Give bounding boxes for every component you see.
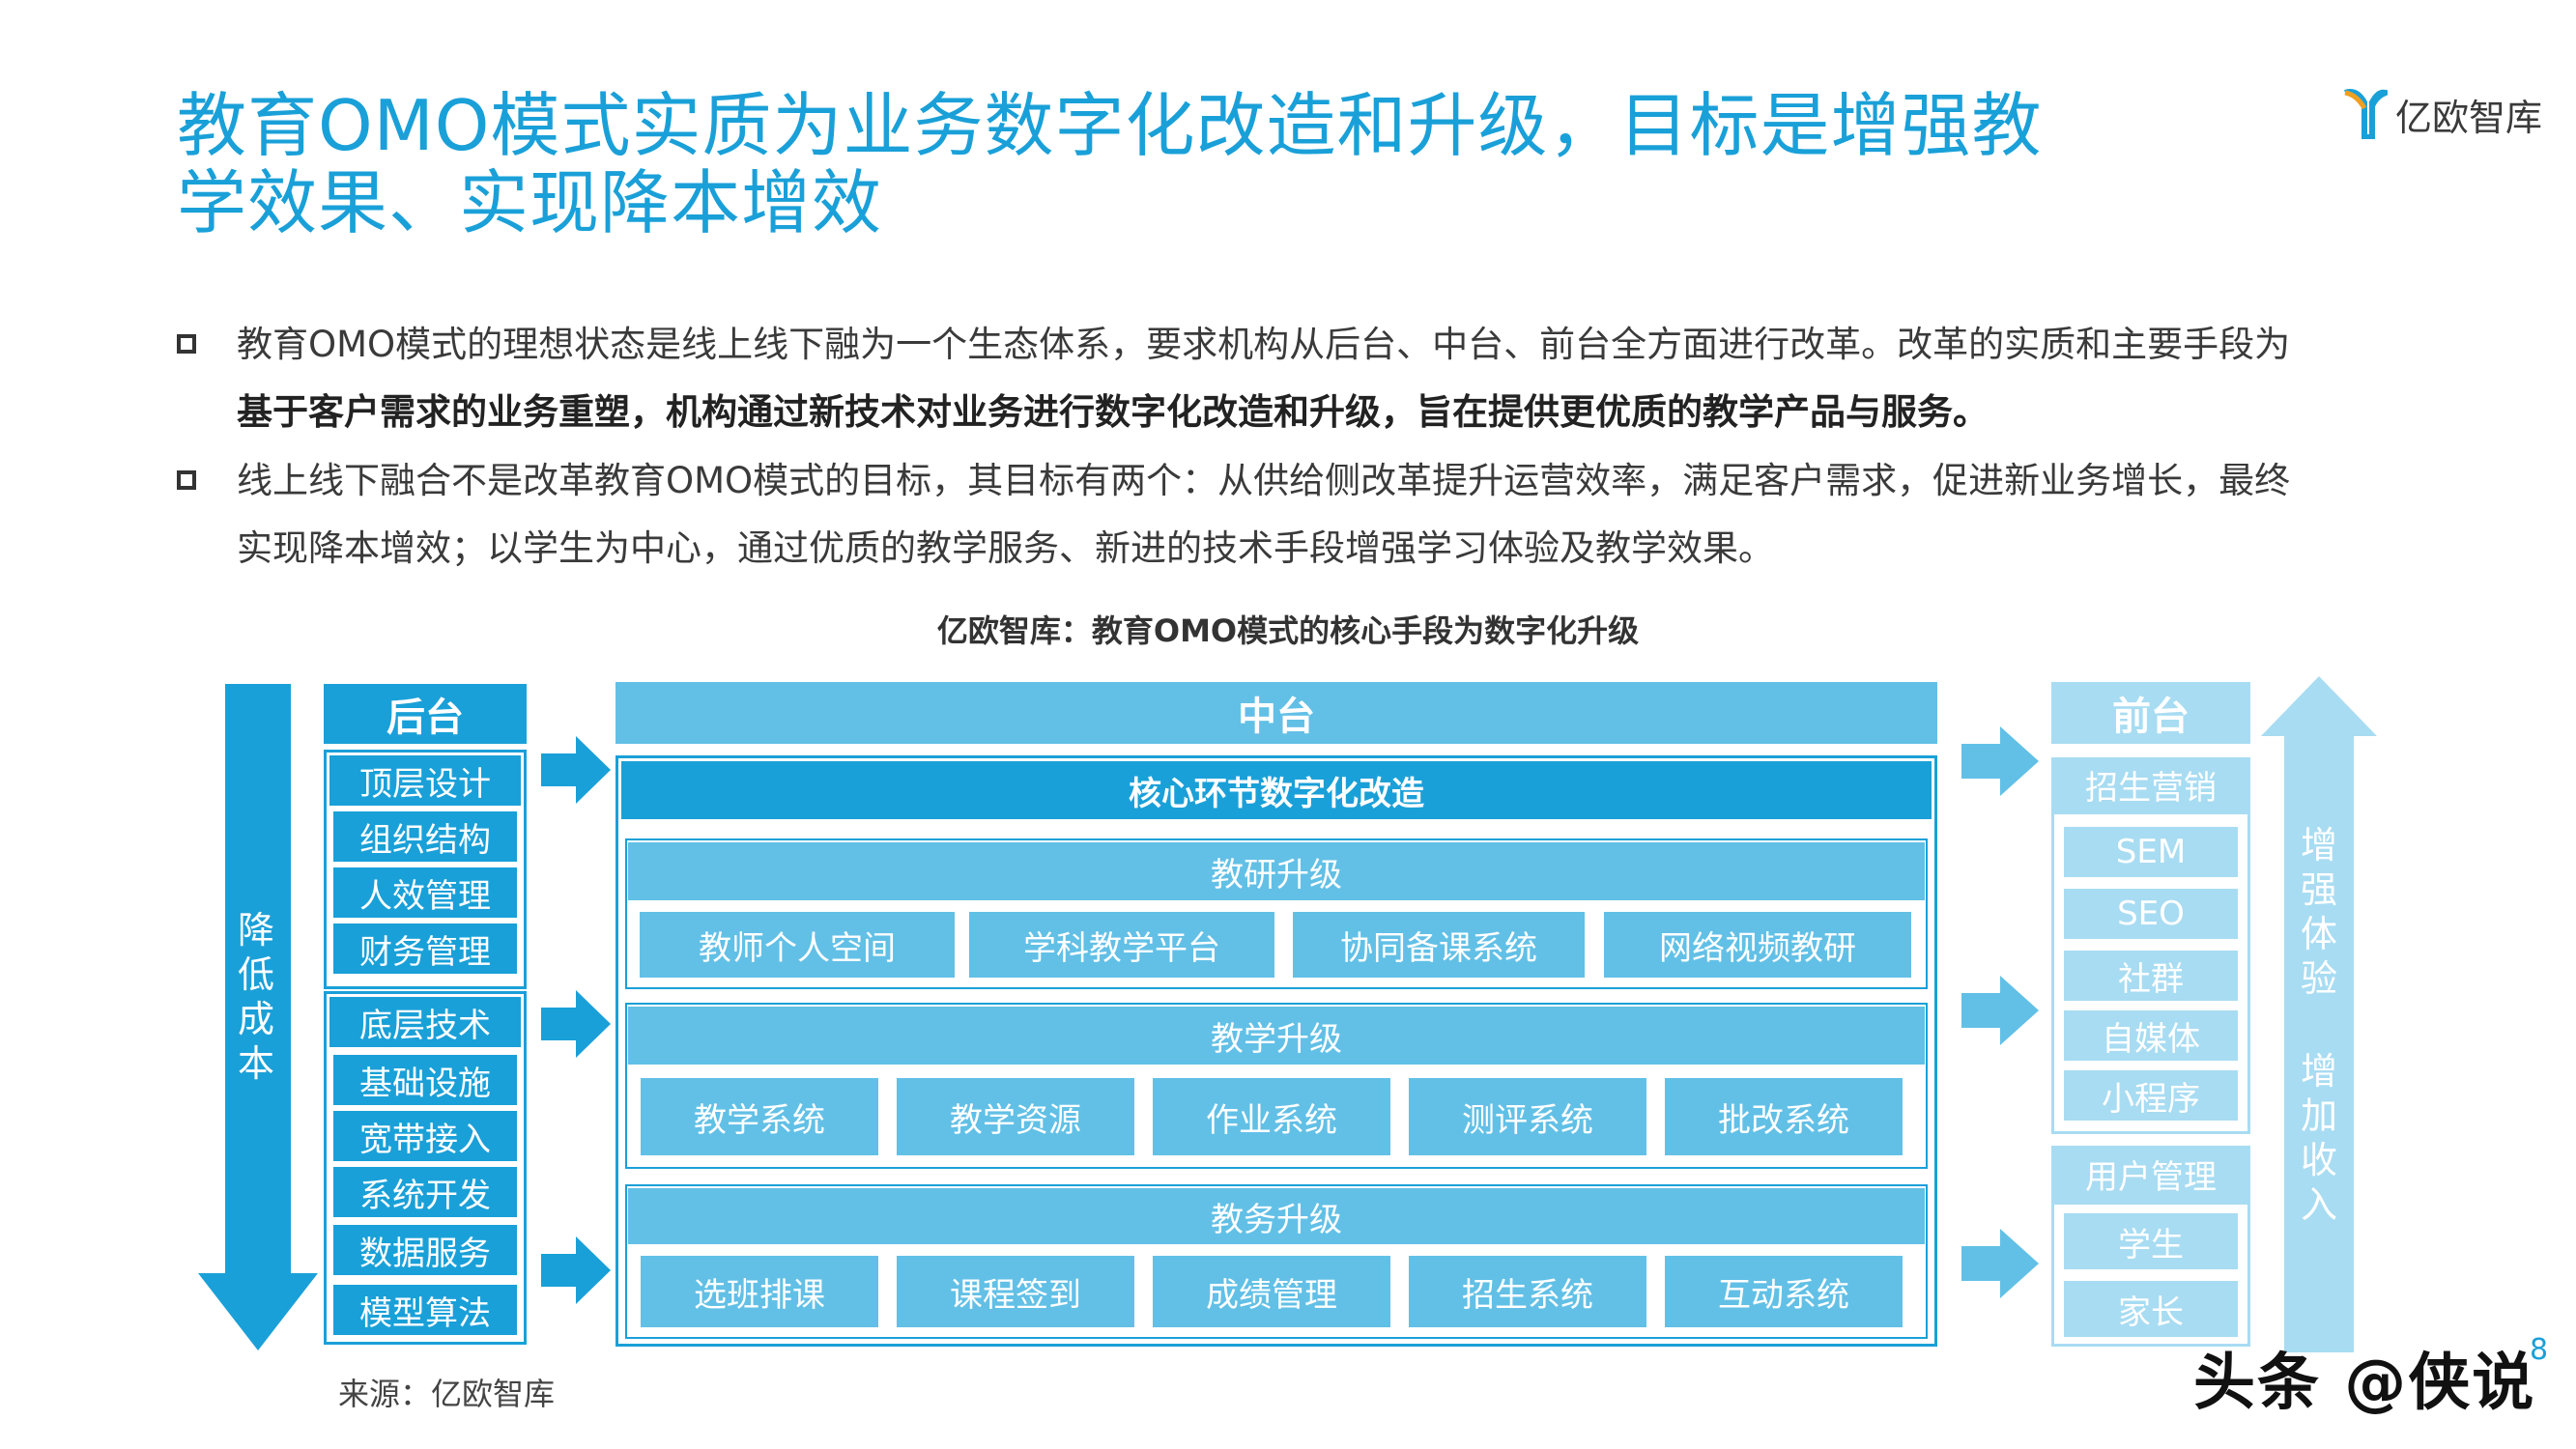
down-arrow-icon	[198, 684, 318, 1350]
front-item: 学生	[2064, 1213, 2238, 1269]
diagram-caption: 亿欧智库：教育OMO模式的核心手段为数字化升级	[936, 612, 1640, 649]
front-group-bottom	[2051, 1202, 2250, 1347]
right-arrow-icon	[1961, 976, 2039, 1045]
page-title: 教育OMO模式实质为业务数字化改造和升级，目标是增强教 学效果、实现降本增效	[177, 87, 2109, 242]
bullet-square-icon	[177, 470, 196, 490]
bullet-square-icon	[177, 334, 196, 354]
middle-item: 批改系统	[1665, 1078, 1903, 1155]
front-item: 社群	[2064, 951, 2238, 1001]
backend-item: 组织结构	[333, 811, 517, 862]
middle-item: 招生系统	[1409, 1256, 1646, 1327]
section-label: 教务升级	[628, 1188, 1925, 1244]
front-title: 前台	[2051, 682, 2250, 744]
left-arrow-label: 降低成本	[235, 908, 277, 1086]
backend-item: 数据服务	[333, 1225, 517, 1275]
middle-item: 作业系统	[1153, 1078, 1390, 1155]
right-arrow-icon	[1961, 726, 2039, 796]
middle-item: 课程签到	[897, 1256, 1134, 1327]
up-arrow-icon	[2261, 676, 2377, 1352]
middle-item: 学科教学平台	[969, 912, 1274, 978]
bullet-2-line-1: 线上线下融合不是改革教育OMO模式的目标，其目标有两个：从供给侧改革提升运营效率…	[237, 460, 2291, 501]
title-line-2: 学效果、实现降本增效	[177, 162, 883, 243]
bullet-1-bold: 基于客户需求的业务重塑，机构通过新技术对业务进行数字化改造和升级，旨在提供更优质…	[237, 391, 1989, 433]
middle-item: 测评系统	[1409, 1078, 1646, 1155]
page-number: 8	[2530, 1333, 2549, 1367]
left-arrow-text: 降低成本	[237, 909, 274, 1085]
middle-item: 网络视频教研	[1604, 912, 1911, 978]
right-arrow-label-2: 增加收入	[2298, 1049, 2340, 1227]
middle-item: 教学资源	[897, 1078, 1134, 1155]
title-line-1: 教育OMO模式实质为业务数字化改造和升级，目标是增强教	[177, 85, 2043, 166]
front-item: SEM	[2064, 827, 2238, 877]
front-group-top	[2051, 811, 2250, 1134]
front-item: SEO	[2064, 889, 2238, 939]
brand-logo: 亿欧智库	[2343, 87, 2556, 141]
bullet-1-text: 教育OMO模式的理想状态是线上线下融为一个生态体系，要求机构从后台、中台、前台全…	[237, 311, 2409, 446]
front-item: 自媒体	[2064, 1010, 2238, 1061]
section-label: 教研升级	[628, 842, 1925, 900]
right-arrow-icon	[541, 1236, 611, 1304]
section-label: 教学升级	[628, 1007, 1925, 1065]
backend-title: 后台	[324, 684, 527, 744]
right-arrow-icon	[1961, 1229, 2039, 1298]
front-group-label-top: 招生营销	[2051, 757, 2250, 811]
bullet-2: 线上线下融合不是改革教育OMO模式的目标，其目标有两个：从供给侧改革提升运营效率…	[177, 447, 2409, 582]
front-item: 家长	[2064, 1281, 2238, 1337]
right-arrow-icon	[541, 990, 611, 1058]
right-arrow-text-2: 增加收入	[2300, 1050, 2337, 1226]
middle-item: 互动系统	[1665, 1256, 1903, 1327]
backend-item: 模型算法	[333, 1285, 517, 1335]
logo-mark-icon	[2344, 89, 2388, 139]
right-arrow-icon	[541, 736, 611, 804]
middle-item: 协同备课系统	[1293, 912, 1585, 978]
right-arrow-label-1: 增强体验	[2298, 823, 2340, 1001]
right-arrow-text-1: 增强体验	[2300, 824, 2337, 1000]
middle-item: 教学系统	[641, 1078, 878, 1155]
backend-group-label-bottom: 底层技术	[329, 997, 521, 1047]
bullet-1-normal: 教育OMO模式的理想状态是线上线下融为一个生态体系，要求机构从后台、中台、前台全…	[237, 324, 2291, 365]
backend-group-label-top: 顶层设计	[329, 755, 521, 806]
front-group-label-bottom: 用户管理	[2051, 1146, 2250, 1202]
bullet-2-text: 线上线下融合不是改革教育OMO模式的目标，其目标有两个：从供给侧改革提升运营效率…	[237, 447, 2409, 582]
middle-title: 中台	[615, 682, 1937, 744]
backend-item: 财务管理	[333, 923, 517, 974]
front-item: 小程序	[2064, 1070, 2238, 1121]
backend-item: 宽带接入	[333, 1111, 517, 1161]
bullet-2-line-2: 实现降本增效；以学生为中心，通过优质的教学服务、新进的技术手段增强学习体验及教学…	[237, 527, 1774, 569]
backend-item: 系统开发	[333, 1167, 517, 1217]
middle-item: 成绩管理	[1153, 1256, 1390, 1327]
backend-item: 基础设施	[333, 1055, 517, 1105]
middle-subtitle: 核心环节数字化改造	[621, 761, 1932, 819]
logo-text: 亿欧智库	[2395, 96, 2543, 139]
watermark: 头条 @侠说	[2193, 1348, 2536, 1419]
middle-item: 教师个人空间	[640, 912, 955, 978]
source-note: 来源：亿欧智库	[338, 1376, 556, 1412]
middle-item: 选班排课	[641, 1256, 878, 1327]
bullet-1: 教育OMO模式的理想状态是线上线下融为一个生态体系，要求机构从后台、中台、前台全…	[177, 311, 2409, 446]
backend-item: 人效管理	[333, 867, 517, 918]
